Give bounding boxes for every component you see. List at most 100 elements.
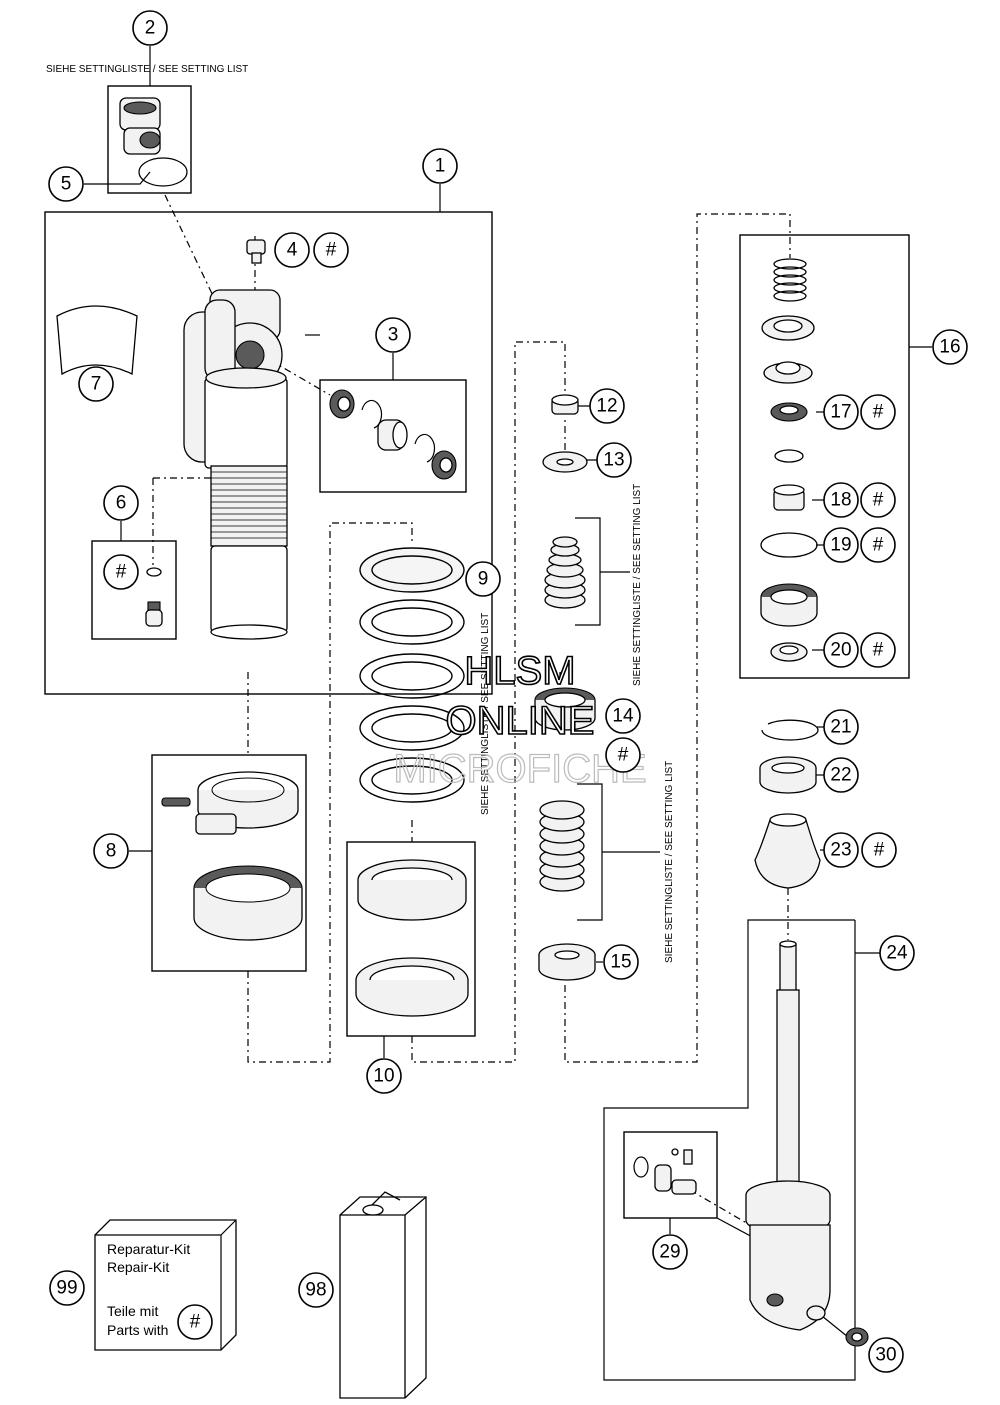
watermark: HLSM ONLINE MICROFICHE	[393, 648, 648, 791]
hash-marker-kit: #	[177, 1304, 213, 1340]
svg-text:12: 12	[596, 396, 617, 417]
part-adjusting-ring-8	[161, 771, 303, 941]
svg-text:#: #	[618, 745, 629, 766]
svg-text:7: 7	[91, 374, 102, 395]
svg-text:23: 23	[830, 840, 851, 861]
callout-30: 30	[868, 1337, 904, 1373]
setting-note-spring: SIEHE SETTINGLISTE / SEE SETTING LIST	[480, 613, 491, 815]
part-shim-stack-lower	[539, 800, 585, 892]
callout-10: 10	[366, 1058, 402, 1094]
part-shim-stack-upper	[544, 536, 586, 609]
svg-text:17: 17	[830, 402, 851, 423]
hash-marker-19: #	[860, 527, 896, 563]
kit-label-en: Repair-Kit	[107, 1259, 169, 1275]
svg-text:4: 4	[287, 240, 298, 261]
hash-marker-6: #	[103, 554, 139, 590]
callout-22: 22	[823, 757, 859, 793]
part-cover-7	[56, 305, 138, 376]
callout-14: 14	[605, 698, 641, 734]
part-bush-30	[806, 1305, 869, 1347]
callout-29: 29	[652, 1234, 688, 1270]
setting-note-shims-upper: SIEHE SETTINGLISTE / SEE SETTING LIST	[632, 484, 643, 686]
callout-24: 24	[879, 935, 915, 971]
callout-21: 21	[823, 709, 859, 745]
watermark-line-3: MICROFICHE	[393, 747, 646, 791]
part-bump-stop-cap-22	[759, 756, 817, 794]
svg-text:3: 3	[388, 325, 399, 346]
svg-text:2: 2	[145, 18, 156, 39]
svg-text:15: 15	[610, 952, 631, 973]
svg-text:9: 9	[478, 569, 489, 590]
hash-marker-23: #	[861, 832, 897, 868]
callout-3: 3	[375, 317, 411, 353]
callout-16: 16	[932, 329, 968, 365]
callout-20: 20	[823, 632, 859, 668]
parts-with-label-en: Parts with	[107, 1322, 168, 1338]
svg-text:6: 6	[116, 493, 127, 514]
callout-15: 15	[603, 944, 639, 980]
part-circlip-21	[761, 719, 819, 741]
part-shock-body	[183, 289, 288, 640]
svg-text:#: #	[116, 562, 127, 583]
callout-99: 99	[49, 1270, 85, 1306]
callout-8: 8	[93, 833, 129, 869]
kit-label-de: Reparatur-Kit	[107, 1241, 190, 1257]
svg-text:#: #	[873, 640, 884, 661]
hash-marker-20: #	[860, 632, 896, 668]
callout-19: 19	[823, 527, 859, 563]
callout-18: 18	[823, 482, 859, 518]
svg-text:24: 24	[886, 943, 908, 964]
box-item-16	[739, 234, 910, 679]
part-adjuster-2	[119, 97, 188, 187]
callout-6: 6	[103, 485, 139, 521]
svg-text:10: 10	[373, 1066, 394, 1087]
callout-9: 9	[465, 561, 501, 597]
svg-text:#: #	[326, 240, 337, 261]
svg-text:#: #	[190, 1312, 201, 1333]
part-spring-retainer-10	[355, 859, 469, 1017]
watermark-line-2: ONLINE	[446, 699, 595, 743]
part-washer-13	[542, 451, 588, 473]
hash-marker-18: #	[860, 482, 896, 518]
svg-text:18: 18	[830, 490, 851, 511]
hash-marker-14: #	[605, 737, 641, 773]
callout-7: 7	[78, 366, 114, 402]
callout-13: 13	[596, 442, 632, 478]
svg-text:16: 16	[939, 337, 960, 358]
part-piston-14	[534, 687, 596, 731]
callout-12: 12	[589, 388, 625, 424]
svg-text:29: 29	[659, 1242, 680, 1263]
part-valve-6	[145, 567, 163, 627]
part-valve-kit-29	[633, 1148, 697, 1195]
part-oil-can-98	[339, 1191, 427, 1399]
svg-text:98: 98	[305, 1280, 326, 1301]
part-washer-15	[538, 943, 596, 981]
part-group-16	[760, 258, 818, 662]
svg-text:99: 99	[56, 1278, 77, 1299]
svg-text:#: #	[873, 490, 884, 511]
watermark-line-1: HLSM	[464, 649, 575, 693]
box-item-10	[346, 841, 476, 1037]
callout-5: 5	[48, 166, 84, 202]
callout-1: 1	[422, 148, 458, 184]
callout-98: 98	[298, 1272, 334, 1308]
part-screw-4	[246, 239, 266, 264]
svg-text:8: 8	[106, 841, 117, 862]
callout-4: 4	[274, 232, 310, 268]
box-item-6	[91, 540, 177, 640]
part-bearing-kit-3	[329, 389, 457, 480]
svg-text:14: 14	[612, 706, 634, 727]
callout-23: 23	[823, 832, 859, 868]
svg-text:13: 13	[603, 450, 624, 471]
callout-2: 2	[132, 10, 168, 46]
part-spring-9	[359, 547, 465, 803]
svg-text:21: 21	[830, 717, 851, 738]
svg-text:22: 22	[830, 765, 851, 786]
parts-with-label-de: Teile mit	[107, 1303, 158, 1319]
part-nut-12	[551, 394, 579, 415]
svg-text:30: 30	[875, 1345, 896, 1366]
hash-marker-4: #	[313, 232, 349, 268]
callout-17: 17	[823, 394, 859, 430]
svg-text:#: #	[873, 402, 884, 423]
